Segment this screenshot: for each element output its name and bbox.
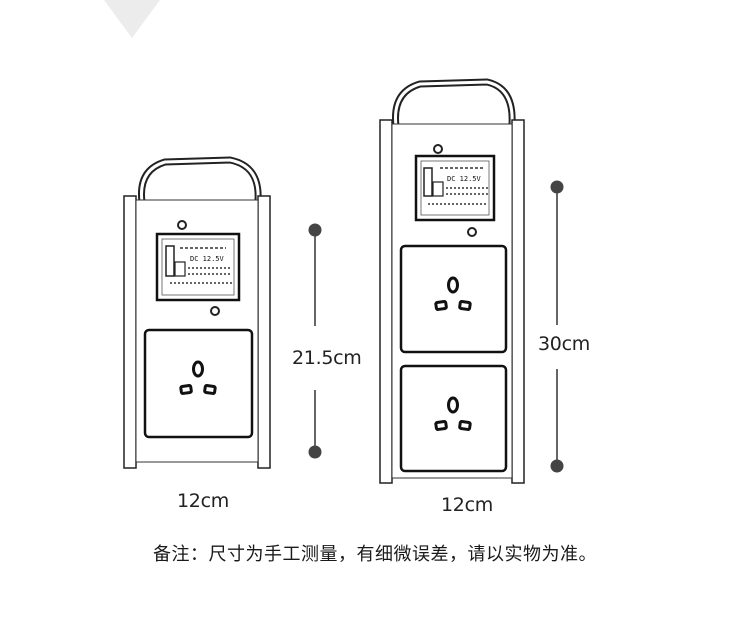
decor-triangle — [104, 0, 160, 38]
large-panel-label: DC 12.5V — [447, 175, 482, 183]
large-height-label: 30cm — [538, 333, 590, 355]
small-height-label: 21.5cm — [292, 347, 362, 369]
small-panel-label: DC 12.5V — [190, 255, 225, 263]
measurement-note: 备注：尺寸为手工测量，有细微误差，请以实物为准。 — [153, 544, 597, 565]
small-width-label: 12cm — [177, 490, 229, 512]
large-height-dimension — [550, 180, 564, 473]
small-device: DC 12.5V — [123, 156, 271, 469]
large-width-label: 12cm — [441, 494, 493, 516]
large-device: DC 12.5V — [379, 78, 525, 484]
small-height-dimension — [308, 223, 322, 459]
